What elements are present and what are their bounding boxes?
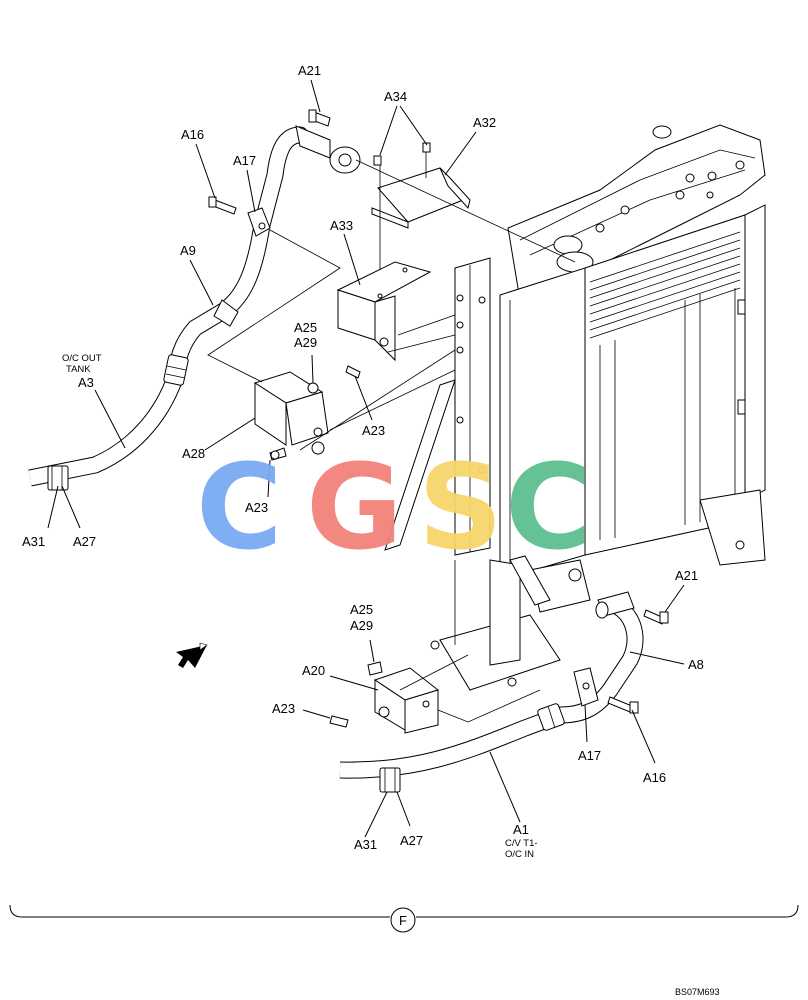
callout-leaders <box>47 79 685 838</box>
callout-a23-mid: A23 <box>362 423 385 438</box>
note-oc-out: O/C OUT <box>62 353 102 364</box>
callout-a1: A1 <box>513 822 529 837</box>
callout-a29-top: A29 <box>294 335 317 350</box>
callout-a9: A9 <box>180 243 196 258</box>
callout-a25-top: A25 <box>294 320 317 335</box>
callout-a23-left: A23 <box>245 500 268 515</box>
lower-hose-a8 <box>339 591 644 793</box>
bolt-a16-top <box>208 196 237 215</box>
callout-a25-bottom: A25 <box>350 602 373 617</box>
callout-a21-top: A21 <box>298 63 321 78</box>
watermark-letter-c2: C <box>505 438 592 576</box>
upper-hose-a9 <box>166 125 361 387</box>
note-oc-in: O/C IN <box>505 849 534 860</box>
callout-a34: A34 <box>384 89 407 104</box>
callout-a16-top: A16 <box>181 127 204 142</box>
watermark-letter-g: G <box>306 438 403 576</box>
bracket-a33 <box>336 261 432 379</box>
note-cv-t1: C/V T1- <box>505 838 538 849</box>
radiator-assembly <box>384 124 766 691</box>
drawing-reference: BS07M693 <box>675 987 720 997</box>
callout-a27-left: A27 <box>73 534 96 549</box>
callout-a31-left: A31 <box>22 534 45 549</box>
callout-a17-bottom: A17 <box>578 748 601 763</box>
top-bolt-a21 <box>308 109 331 127</box>
section-bracket: F <box>9 904 799 933</box>
callout-labels: A21 A34 A32 A16 A17 A33 A9 A25 A29 O/C O… <box>22 63 704 860</box>
watermark-letter-s: S <box>418 438 503 576</box>
bolt-a21-bottom <box>643 609 669 625</box>
callout-a17-top: A17 <box>233 153 256 168</box>
cgsc-watermark: C G S C <box>196 438 592 576</box>
cooler-fins <box>589 231 741 339</box>
lower-hose-a3 <box>28 354 189 491</box>
watermark-letter-c1: C <box>196 438 283 576</box>
bolt-a16-bottom <box>607 696 639 714</box>
front-direction-arrow-icon <box>176 642 208 668</box>
section-marker-label: F <box>399 913 407 928</box>
callout-a29-bottom: A29 <box>350 618 373 633</box>
bracket-a32 <box>371 142 471 300</box>
assembly-leader-lines <box>207 159 576 451</box>
callout-a33: A33 <box>330 218 353 233</box>
callout-a28: A28 <box>182 446 205 461</box>
clamp-a17-top <box>247 207 271 237</box>
bracket-a20 <box>329 654 541 734</box>
callout-a16-bottom: A16 <box>643 770 666 785</box>
callout-a21-bottom: A21 <box>675 568 698 583</box>
callout-a20: A20 <box>302 663 325 678</box>
callout-a27-bottom: A27 <box>400 833 423 848</box>
callout-a8: A8 <box>688 657 704 672</box>
callout-a3: A3 <box>78 375 94 390</box>
callout-a31-bottom: A31 <box>354 837 377 852</box>
note-tank: TANK <box>66 364 91 375</box>
callout-a32: A32 <box>473 115 496 130</box>
bracket-a28 <box>253 371 329 461</box>
clamp-a17-bottom <box>573 667 599 707</box>
callout-a23-bottom: A23 <box>272 701 295 716</box>
